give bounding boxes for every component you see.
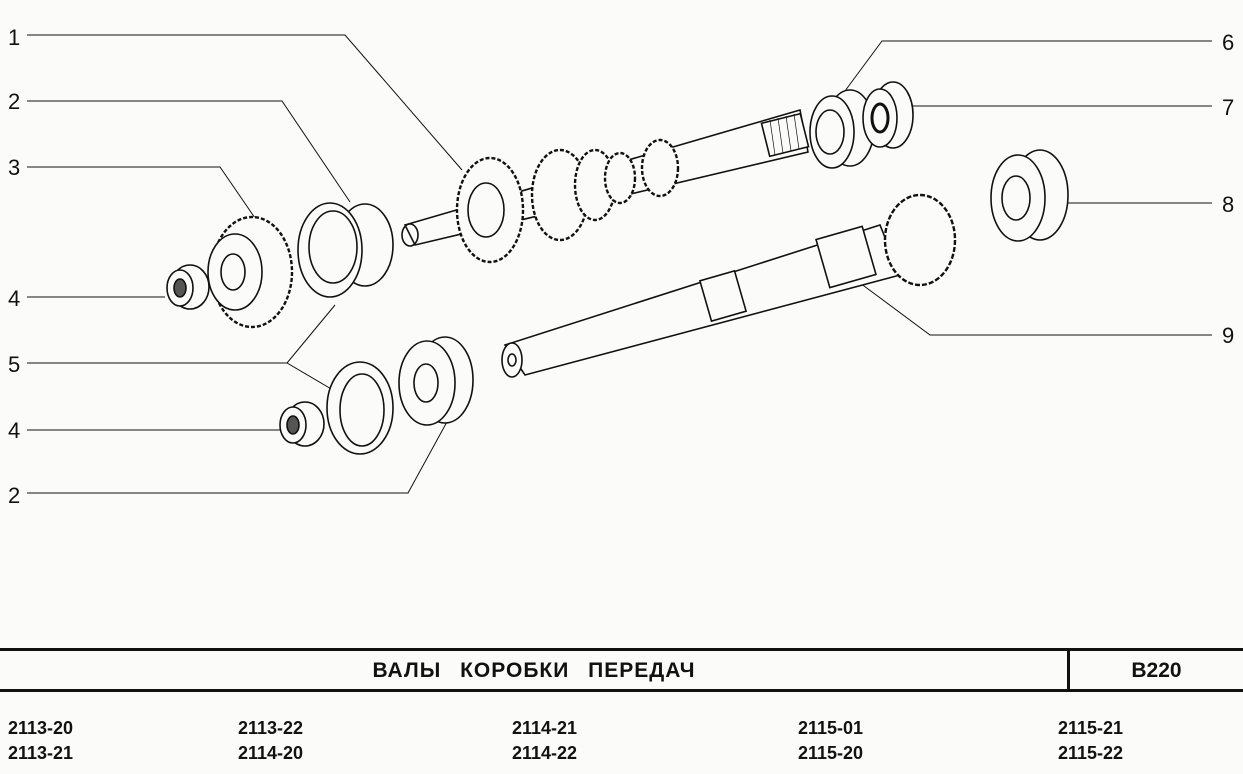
callout-2-lower: 2 bbox=[8, 483, 21, 508]
bearing-6 bbox=[809, 89, 875, 169]
model-code: 2115-22 bbox=[1058, 743, 1124, 763]
model-code: 2114-21 bbox=[512, 718, 578, 738]
model-column-5: 2115-21 2115-22 bbox=[1058, 716, 1123, 766]
nut-4-upper bbox=[166, 264, 210, 310]
snap-ring-5 bbox=[326, 361, 394, 455]
model-code: 2113-20 bbox=[8, 718, 74, 738]
gear-1 bbox=[455, 156, 525, 264]
title-block: ВАЛЫ КОРОБКИ ПЕРЕДАЧ B220 bbox=[0, 648, 1243, 692]
callout-3: 3 bbox=[8, 155, 21, 180]
model-code: 2115-20 bbox=[798, 743, 864, 763]
model-code: 2114-22 bbox=[512, 743, 578, 763]
gear-3 bbox=[207, 215, 294, 329]
model-column-2: 2113-22 2114-20 bbox=[238, 716, 303, 766]
callout-1: 1 bbox=[8, 25, 21, 50]
model-column-4: 2115-01 2115-20 bbox=[798, 716, 863, 766]
bearing-2-upper bbox=[297, 202, 394, 298]
callout-8: 8 bbox=[1222, 192, 1235, 217]
diagram-title: ВАЛЫ КОРОБКИ ПЕРЕДАЧ bbox=[372, 659, 696, 682]
model-column-1: 2113-20 2113-21 bbox=[8, 716, 73, 766]
model-column-3: 2114-21 2114-22 bbox=[512, 716, 577, 766]
bearing-8 bbox=[990, 149, 1069, 242]
leader-lines bbox=[27, 34, 1212, 494]
callout-6: 6 bbox=[1222, 30, 1235, 55]
callout-9: 9 bbox=[1222, 323, 1235, 348]
model-code: 2113-21 bbox=[8, 743, 74, 763]
bearing-2-lower bbox=[398, 336, 474, 426]
sheet-code: B220 bbox=[1131, 659, 1182, 682]
callout-7: 7 bbox=[1222, 95, 1235, 120]
nut-4-lower bbox=[279, 401, 325, 447]
callout-2-upper: 2 bbox=[8, 89, 21, 114]
callout-5: 5 bbox=[8, 352, 21, 377]
bearing-7 bbox=[862, 81, 914, 149]
callout-4-upper: 4 bbox=[8, 286, 21, 311]
title-divider bbox=[1067, 651, 1070, 689]
model-code: 2113-22 bbox=[238, 718, 304, 738]
gear-cluster bbox=[530, 138, 680, 242]
callout-4-lower: 4 bbox=[8, 418, 21, 443]
output-shaft bbox=[501, 193, 957, 378]
model-code: 2114-20 bbox=[238, 743, 304, 763]
model-code: 2115-21 bbox=[1058, 718, 1124, 738]
model-code: 2115-01 bbox=[798, 718, 864, 738]
exploded-parts-diagram bbox=[27, 34, 1212, 494]
